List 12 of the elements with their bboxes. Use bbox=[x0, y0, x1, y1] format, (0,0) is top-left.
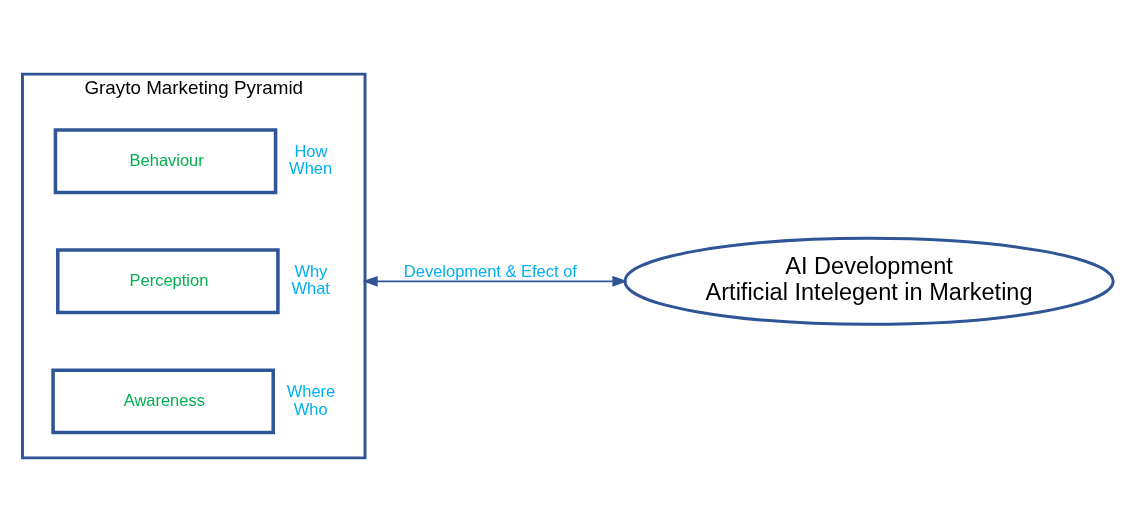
edge-label: Development & Efect of bbox=[403, 261, 577, 280]
node-box: Behaviour bbox=[53, 128, 278, 195]
node-label: Where bbox=[286, 381, 336, 400]
arrow bbox=[362, 275, 628, 287]
node-ellipse: AI Development Artificial Intelegent in Marketing bbox=[623, 236, 1115, 326]
node-label: Why bbox=[294, 261, 328, 280]
node-label: When bbox=[289, 159, 333, 178]
node-label: Who bbox=[293, 399, 328, 418]
node-box: Perception bbox=[56, 248, 280, 315]
node-label: What bbox=[291, 279, 330, 298]
node-label: How bbox=[294, 141, 328, 160]
node-box: Awareness bbox=[51, 368, 275, 435]
